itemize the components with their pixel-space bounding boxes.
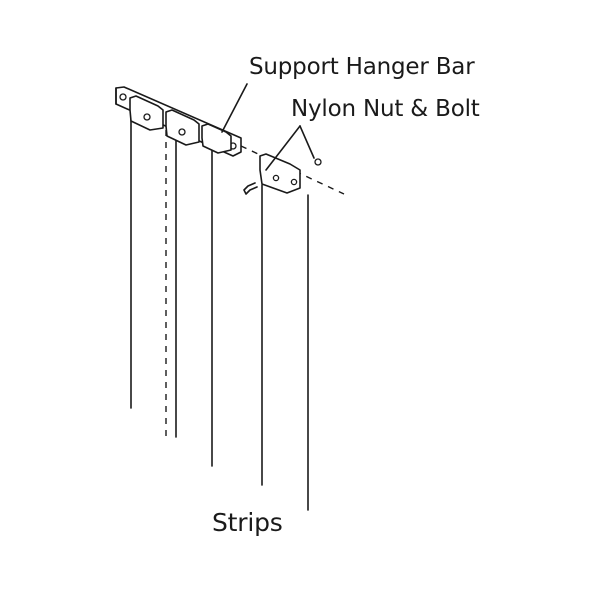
strip-clip-2-hole — [178, 128, 186, 136]
detached-clip-hole-right — [290, 178, 298, 186]
leader-nylon-nut — [299, 125, 315, 159]
leader-support-hanger-bar — [221, 83, 248, 133]
detached-strip-clip — [259, 153, 301, 194]
nylon-nut-and-bolt — [243, 158, 322, 195]
label-support-hanger-bar: Support Hanger Bar — [249, 54, 475, 80]
leader-lines — [221, 83, 315, 171]
nut-icon — [314, 158, 322, 166]
strip-clips — [129, 95, 232, 154]
strip-clip-2 — [165, 109, 200, 146]
leader-nylon-bolt — [265, 125, 301, 171]
label-strips: Strips — [212, 508, 283, 537]
bolt-icon — [243, 182, 258, 195]
strips-group — [130, 109, 309, 511]
strip-clip-1 — [129, 95, 164, 131]
strip-clip-1-hole — [143, 113, 151, 121]
detached-clip-shape — [259, 153, 301, 194]
label-nylon-nut-bolt: Nylon Nut & Bolt — [291, 96, 480, 122]
detached-clip-hole-left — [272, 174, 280, 182]
hanger-bar-hole-left — [119, 93, 127, 101]
strip-clip-3 — [201, 123, 232, 154]
